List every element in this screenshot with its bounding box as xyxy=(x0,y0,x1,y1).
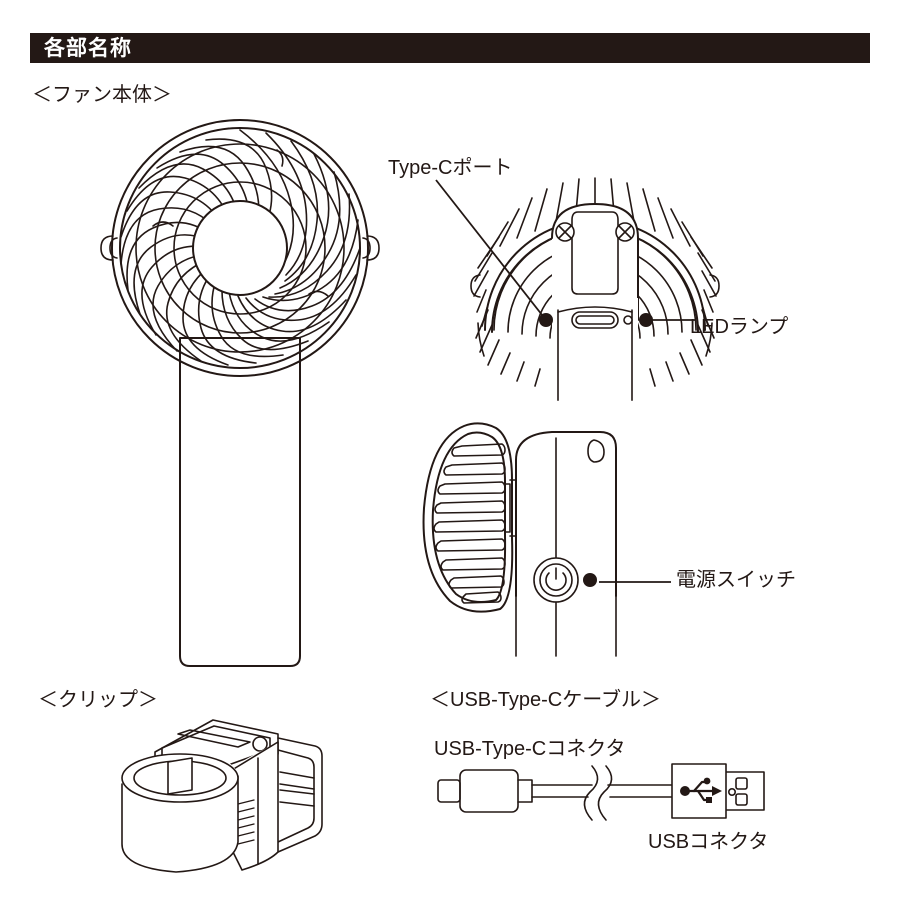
usb-type-c-cable-illustration xyxy=(437,763,765,821)
callout-label-power-switch: 電源スイッチ xyxy=(676,569,796,591)
fan-rear-view xyxy=(470,177,720,401)
leader-line-power-switch xyxy=(599,581,671,583)
power-icon xyxy=(545,572,567,591)
leader-line-led-lamp xyxy=(646,319,695,321)
section-label-clip: ＜クリップ＞ xyxy=(38,689,158,711)
fan-side-view xyxy=(422,422,617,657)
callout-dot-power-switch xyxy=(583,573,597,587)
section-header-bar xyxy=(30,33,870,63)
clip-illustration xyxy=(121,719,323,873)
callout-label-usb-connector: USBコネクタ xyxy=(648,831,769,853)
callout-label-usb-type-c-connector: USB-Type-Cコネクタ xyxy=(434,738,626,760)
usb-trident-icon xyxy=(680,777,722,803)
callout-label-type-c-port: Type-Cポート xyxy=(388,157,513,179)
leader-line-type-c-port xyxy=(435,179,547,321)
section-label-cable: ＜USB-Type-Cケーブル＞ xyxy=(430,689,662,711)
callout-label-led-lamp: LEDランプ xyxy=(690,316,789,338)
page-title: 各部名称 xyxy=(44,37,132,60)
fan-front-view xyxy=(100,119,380,667)
section-label-fan-body: ＜ファン本体＞ xyxy=(32,84,172,106)
